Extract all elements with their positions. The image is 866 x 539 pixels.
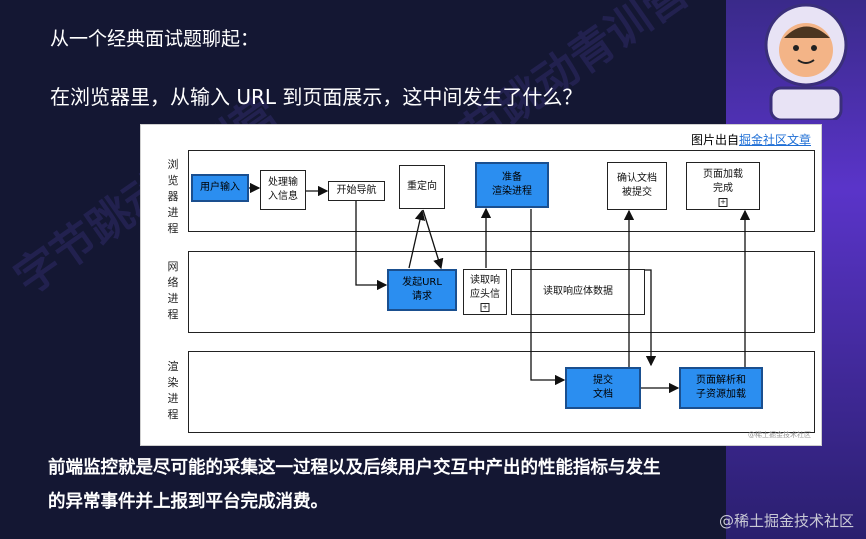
read-response-header-label: 读取响 应头信 <box>470 275 500 300</box>
flow-arrows <box>249 182 751 394</box>
box-page-load-complete: 页面加载 完成 + <box>686 162 760 210</box>
page-load-complete-label: 页面加载 完成 <box>703 169 743 194</box>
astronaut-mascot-icon <box>764 3 848 120</box>
slide-question: 在浏览器里，从输入 URL 到页面展示，这中间发生了什么？ <box>50 85 583 109</box>
box-read-response-header: 读取响 应头信 + <box>463 269 507 315</box>
box-redirect: 重定向 <box>399 165 445 209</box>
corner-watermark: @稀土掘金技术社区 <box>718 512 854 530</box>
summary-line-2: 的异常事件并上报到平台完成消费。 <box>48 492 328 512</box>
box-start-navigation: 开始导航 <box>328 181 385 201</box>
lane-label-network: 网络进程 <box>167 260 179 321</box>
browser-navigation-diagram: 图片出自掘金社区文章 浏览器进程 网络进程 渲染进程 用户输入 处理输 入信息 … <box>140 124 822 446</box>
summary-line-1: 前端监控就是尽可能的采集这一过程以及后续用户交互中产出的性能指标与发生 <box>48 458 661 478</box>
lane-label-render: 渲染进程 <box>167 360 179 421</box>
figure-source-link[interactable]: 掘金社区文章 <box>738 133 811 147</box>
lane-label-browser: 浏览器进程 <box>167 158 179 235</box>
box-process-input: 处理输 入信息 <box>260 170 306 210</box>
box-send-url-request: 发起URL 请求 <box>387 269 457 311</box>
figure-source-prefix: 图片出自 <box>690 133 739 147</box>
slide-summary: 前端监控就是尽可能的采集这一过程以及后续用户交互中产出的性能指标与发生 的异常事… <box>48 451 866 519</box>
box-submit-document: 提交 文档 <box>565 367 641 409</box>
box-confirm-document: 确认文档 被提交 <box>607 162 667 210</box>
figure-watermark: @稀土掘金技术社区 <box>748 431 811 439</box>
box-parse-and-load-resources: 页面解析和 子资源加载 <box>679 367 763 409</box>
box-read-response-body: 读取响应体数据 <box>511 269 645 315</box>
figure-source: 图片出自掘金社区文章 <box>691 131 811 148</box>
slide-heading: 从一个经典面试题聊起： <box>50 28 260 50</box>
expand-icon: + <box>480 303 490 312</box>
box-prepare-render-process: 准备 渲染进程 <box>475 162 549 208</box>
box-user-input: 用户输入 <box>191 174 249 202</box>
lane-render-process <box>188 351 815 433</box>
expand-icon: + <box>718 198 728 207</box>
